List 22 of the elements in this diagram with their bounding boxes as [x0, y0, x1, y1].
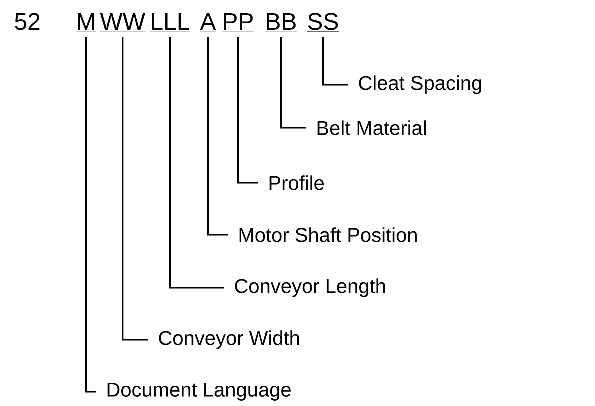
leader-line — [85, 37, 96, 393]
leader-line — [322, 37, 348, 86]
underlined-code: PP — [222, 13, 254, 32]
underlined-code: SS — [307, 13, 340, 32]
underlined-code: LLL — [150, 13, 190, 32]
underlined-code: M — [76, 13, 96, 32]
underlined-code: BB — [265, 13, 298, 32]
field-label: Profile — [270, 176, 324, 190]
prefix-text: 52 — [15, 13, 40, 30]
leader-line — [207, 37, 228, 236]
field-label: Conveyor Length — [235, 278, 386, 298]
leader-line — [122, 37, 148, 341]
leader-line — [280, 37, 306, 129]
field-label: Conveyor Width — [159, 330, 300, 350]
underlined-code: WW — [100, 13, 146, 32]
underlined-code: A — [200, 13, 216, 32]
field-label: Motor Shaft Position — [240, 228, 417, 242]
field-label: Belt Material — [318, 120, 426, 136]
leader-line — [169, 37, 224, 289]
field-label: Cleat Spacing — [359, 76, 482, 94]
leader-line — [237, 37, 258, 184]
field-label: Document Language — [108, 383, 291, 401]
